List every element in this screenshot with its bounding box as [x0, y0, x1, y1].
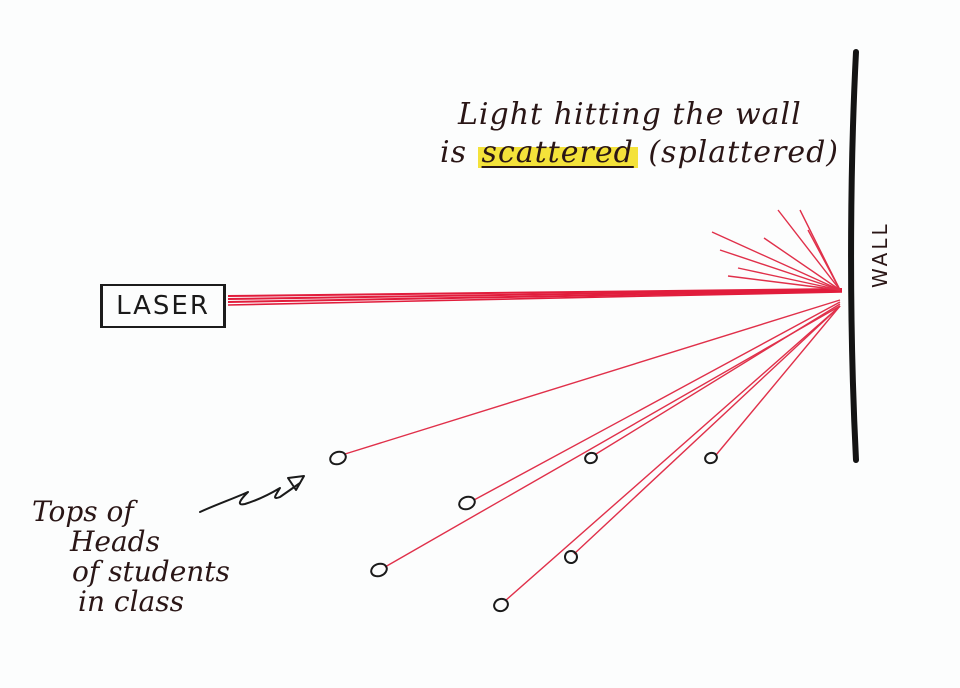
students-label-line: in class — [78, 585, 184, 618]
scattered-rays-students — [344, 299, 841, 602]
student-head — [564, 550, 578, 564]
caption-suffix: (splattered) — [648, 135, 839, 170]
student-head — [493, 597, 509, 613]
caption-line-2: is scattered (splattered) — [440, 135, 839, 170]
wall-line — [848, 49, 859, 463]
student-head — [584, 451, 598, 465]
pointer-arrow — [199, 475, 305, 513]
students-label-line: Heads — [70, 525, 160, 558]
student-head — [704, 451, 718, 465]
students-label-line: of students — [72, 555, 230, 588]
student-head — [329, 450, 347, 466]
students-label-line: Tops of — [32, 495, 134, 528]
student-heads — [329, 450, 718, 613]
student-head — [370, 562, 388, 578]
scattered-rays-upper — [711, 209, 841, 291]
students-label: Tops of Heads of students in class — [32, 495, 230, 618]
wall-label: WALL — [868, 221, 892, 288]
laser-beam — [227, 288, 843, 306]
laser-label: LASER — [116, 291, 210, 321]
laser-box: LASER — [100, 284, 226, 328]
highlighted-word: scattered — [477, 135, 638, 170]
caption-prefix: is — [440, 135, 467, 170]
caption-line-1: Light hitting the wall — [458, 97, 802, 132]
student-head — [458, 495, 476, 511]
